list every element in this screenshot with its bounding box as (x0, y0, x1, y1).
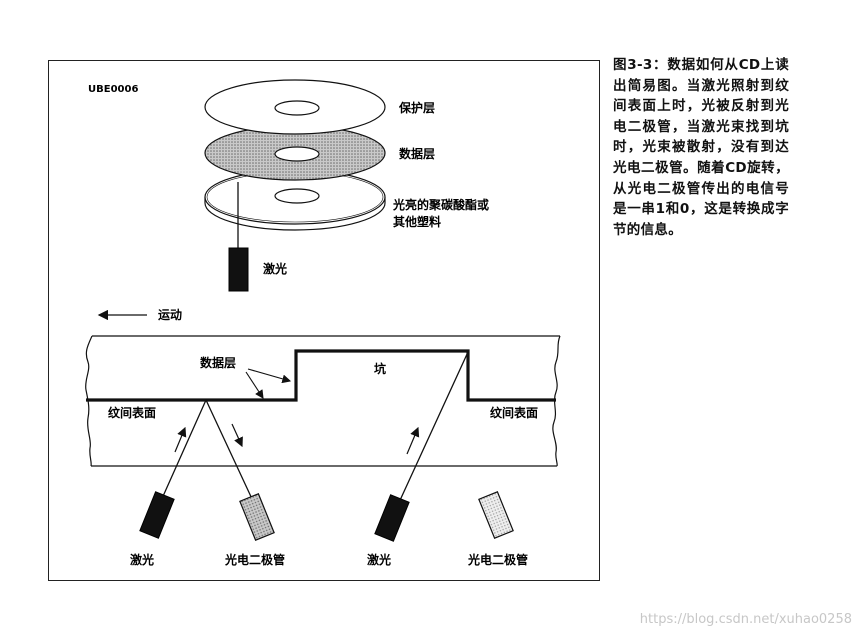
label-data-layer-bottom: 数据层 (200, 355, 236, 370)
data-layer-disc (204, 125, 386, 181)
label-plastic-line2: 其他塑料 (393, 214, 441, 229)
plastic-layer (204, 169, 386, 231)
label-photodiode-2: 光电二极管 (467, 552, 528, 567)
laser-emitter-top (228, 247, 249, 292)
incident-beam-left (159, 399, 207, 504)
label-land-right: 纹间表面 (490, 405, 538, 420)
figure-code: UBE0006 (88, 84, 138, 95)
pointer-arrow-2 (245, 371, 264, 399)
label-photodiode-1: 光电二极管 (224, 552, 285, 567)
label-laser-top: 激光 (263, 261, 287, 276)
pointer-arrow-1 (247, 368, 292, 384)
figure-frame (48, 60, 600, 581)
direction-arrow-up-2 (406, 426, 420, 455)
label-plastic-line1: 光亮的聚碳酸酯或 (392, 197, 489, 212)
photodiode-left (239, 493, 275, 541)
direction-arrow-down-1 (231, 423, 243, 448)
label-motion: 运动 (158, 308, 182, 322)
laser-emitter-right (374, 494, 410, 542)
laser-emitter-left (139, 491, 175, 539)
disc-cross-section (85, 335, 561, 467)
label-data-layer: 数据层 (399, 146, 435, 161)
label-protective-layer: 保护层 (398, 100, 435, 115)
reflected-beam-left (205, 399, 254, 502)
photodiode-right (478, 491, 514, 539)
label-pit: 坑 (374, 361, 386, 376)
watermark: https://blog.csdn.net/xuhao0258 (639, 612, 852, 627)
incident-beam-right (395, 351, 469, 510)
protective-layer-disc (204, 79, 386, 135)
direction-arrow-up-1 (174, 426, 187, 453)
label-land-left: 纹间表面 (108, 405, 156, 420)
label-laser-2: 激光 (367, 552, 391, 567)
figure-caption: 图3-3：数据如何从CD上读出简易图。当激光照射到纹间表面上时，光被反射到光电二… (613, 57, 789, 238)
label-laser-1: 激光 (130, 552, 154, 567)
